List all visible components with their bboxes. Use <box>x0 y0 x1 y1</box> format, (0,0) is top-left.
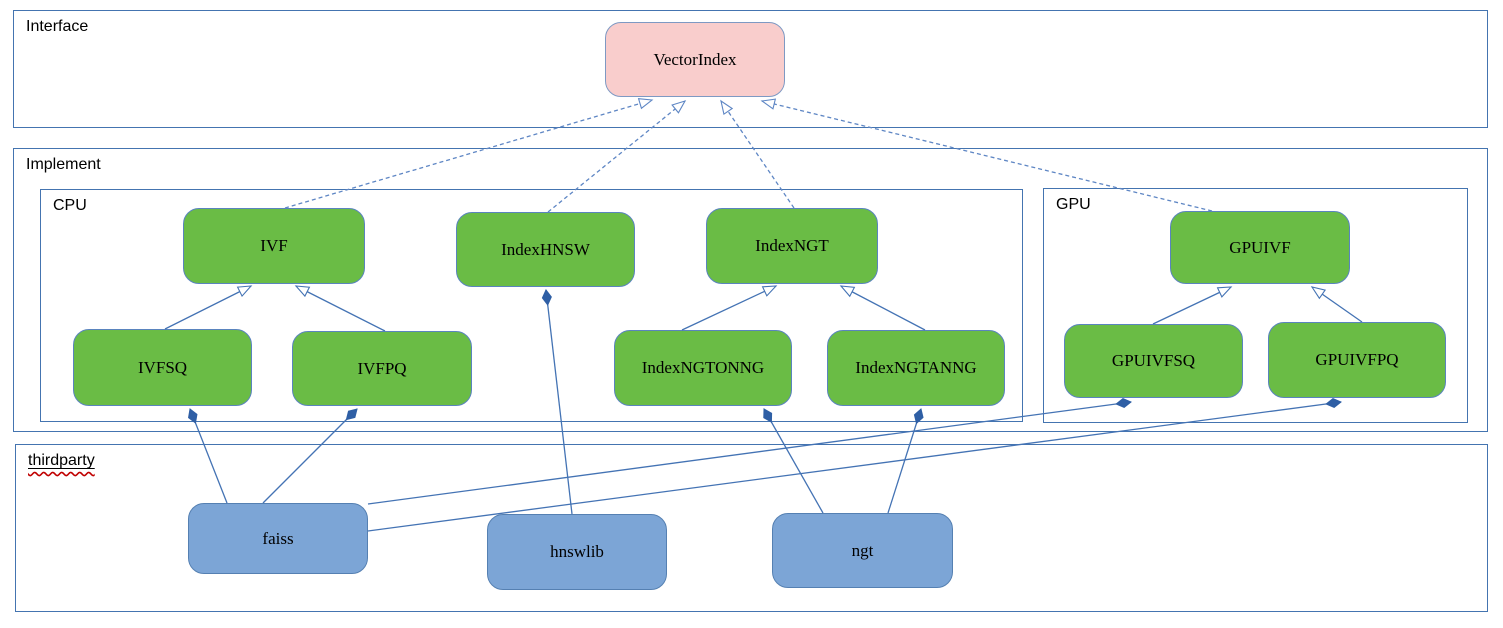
node-label-faiss: faiss <box>262 528 294 548</box>
node-label-ivfpq: IVFPQ <box>357 358 407 378</box>
node-vectorindex[interactable]: VectorIndex <box>605 22 785 97</box>
node-label-vectorindex: VectorIndex <box>653 49 737 69</box>
node-indexngtonng[interactable]: IndexNGTONNG <box>614 330 792 406</box>
group-label-text: thirdparty <box>28 452 95 469</box>
node-label-gpuivfpq: GPUIVFPQ <box>1315 350 1399 369</box>
node-gpuivfpq[interactable]: GPUIVFPQ <box>1268 322 1446 398</box>
node-ivfsq[interactable]: IVFSQ <box>73 329 252 406</box>
group-label-interface: Interface <box>26 18 89 35</box>
node-label-gpuivf: GPUIVF <box>1229 237 1291 257</box>
node-label-indexhnsw: IndexHNSW <box>501 239 590 259</box>
node-ivf[interactable]: IVF <box>183 208 365 284</box>
node-label-indexngtonng: IndexNGTONNG <box>641 358 765 377</box>
group-label-gpu: GPU <box>1056 196 1091 213</box>
node-label-ngt: ngt <box>851 540 874 560</box>
group-label-cpu: CPU <box>53 197 87 214</box>
node-label-ivf: IVF <box>260 236 288 255</box>
node-faiss[interactable]: faiss <box>188 503 368 574</box>
group-label-thirdparty: thirdparty <box>28 452 95 470</box>
node-ngt[interactable]: ngt <box>772 513 953 588</box>
node-indexhnsw[interactable]: IndexHNSW <box>456 212 635 287</box>
node-gpuivf[interactable]: GPUIVF <box>1170 211 1350 284</box>
node-label-gpuivfsq: GPUIVFSQ <box>1111 351 1196 370</box>
node-indexngt[interactable]: IndexNGT <box>706 208 878 284</box>
group-label-implement: Implement <box>26 156 101 173</box>
node-hnswlib[interactable]: hnswlib <box>487 514 667 590</box>
node-label-indexngtanng: IndexNGTANNG <box>855 358 977 377</box>
node-gpuivfsq[interactable]: GPUIVFSQ <box>1064 324 1243 398</box>
node-label-ivfsq: IVFSQ <box>137 357 188 377</box>
node-label-hnswlib: hnswlib <box>550 542 604 561</box>
node-ivfpq[interactable]: IVFPQ <box>292 331 472 406</box>
node-label-indexngt: IndexNGT <box>755 236 829 255</box>
node-indexngtanng[interactable]: IndexNGTANNG <box>827 330 1005 406</box>
